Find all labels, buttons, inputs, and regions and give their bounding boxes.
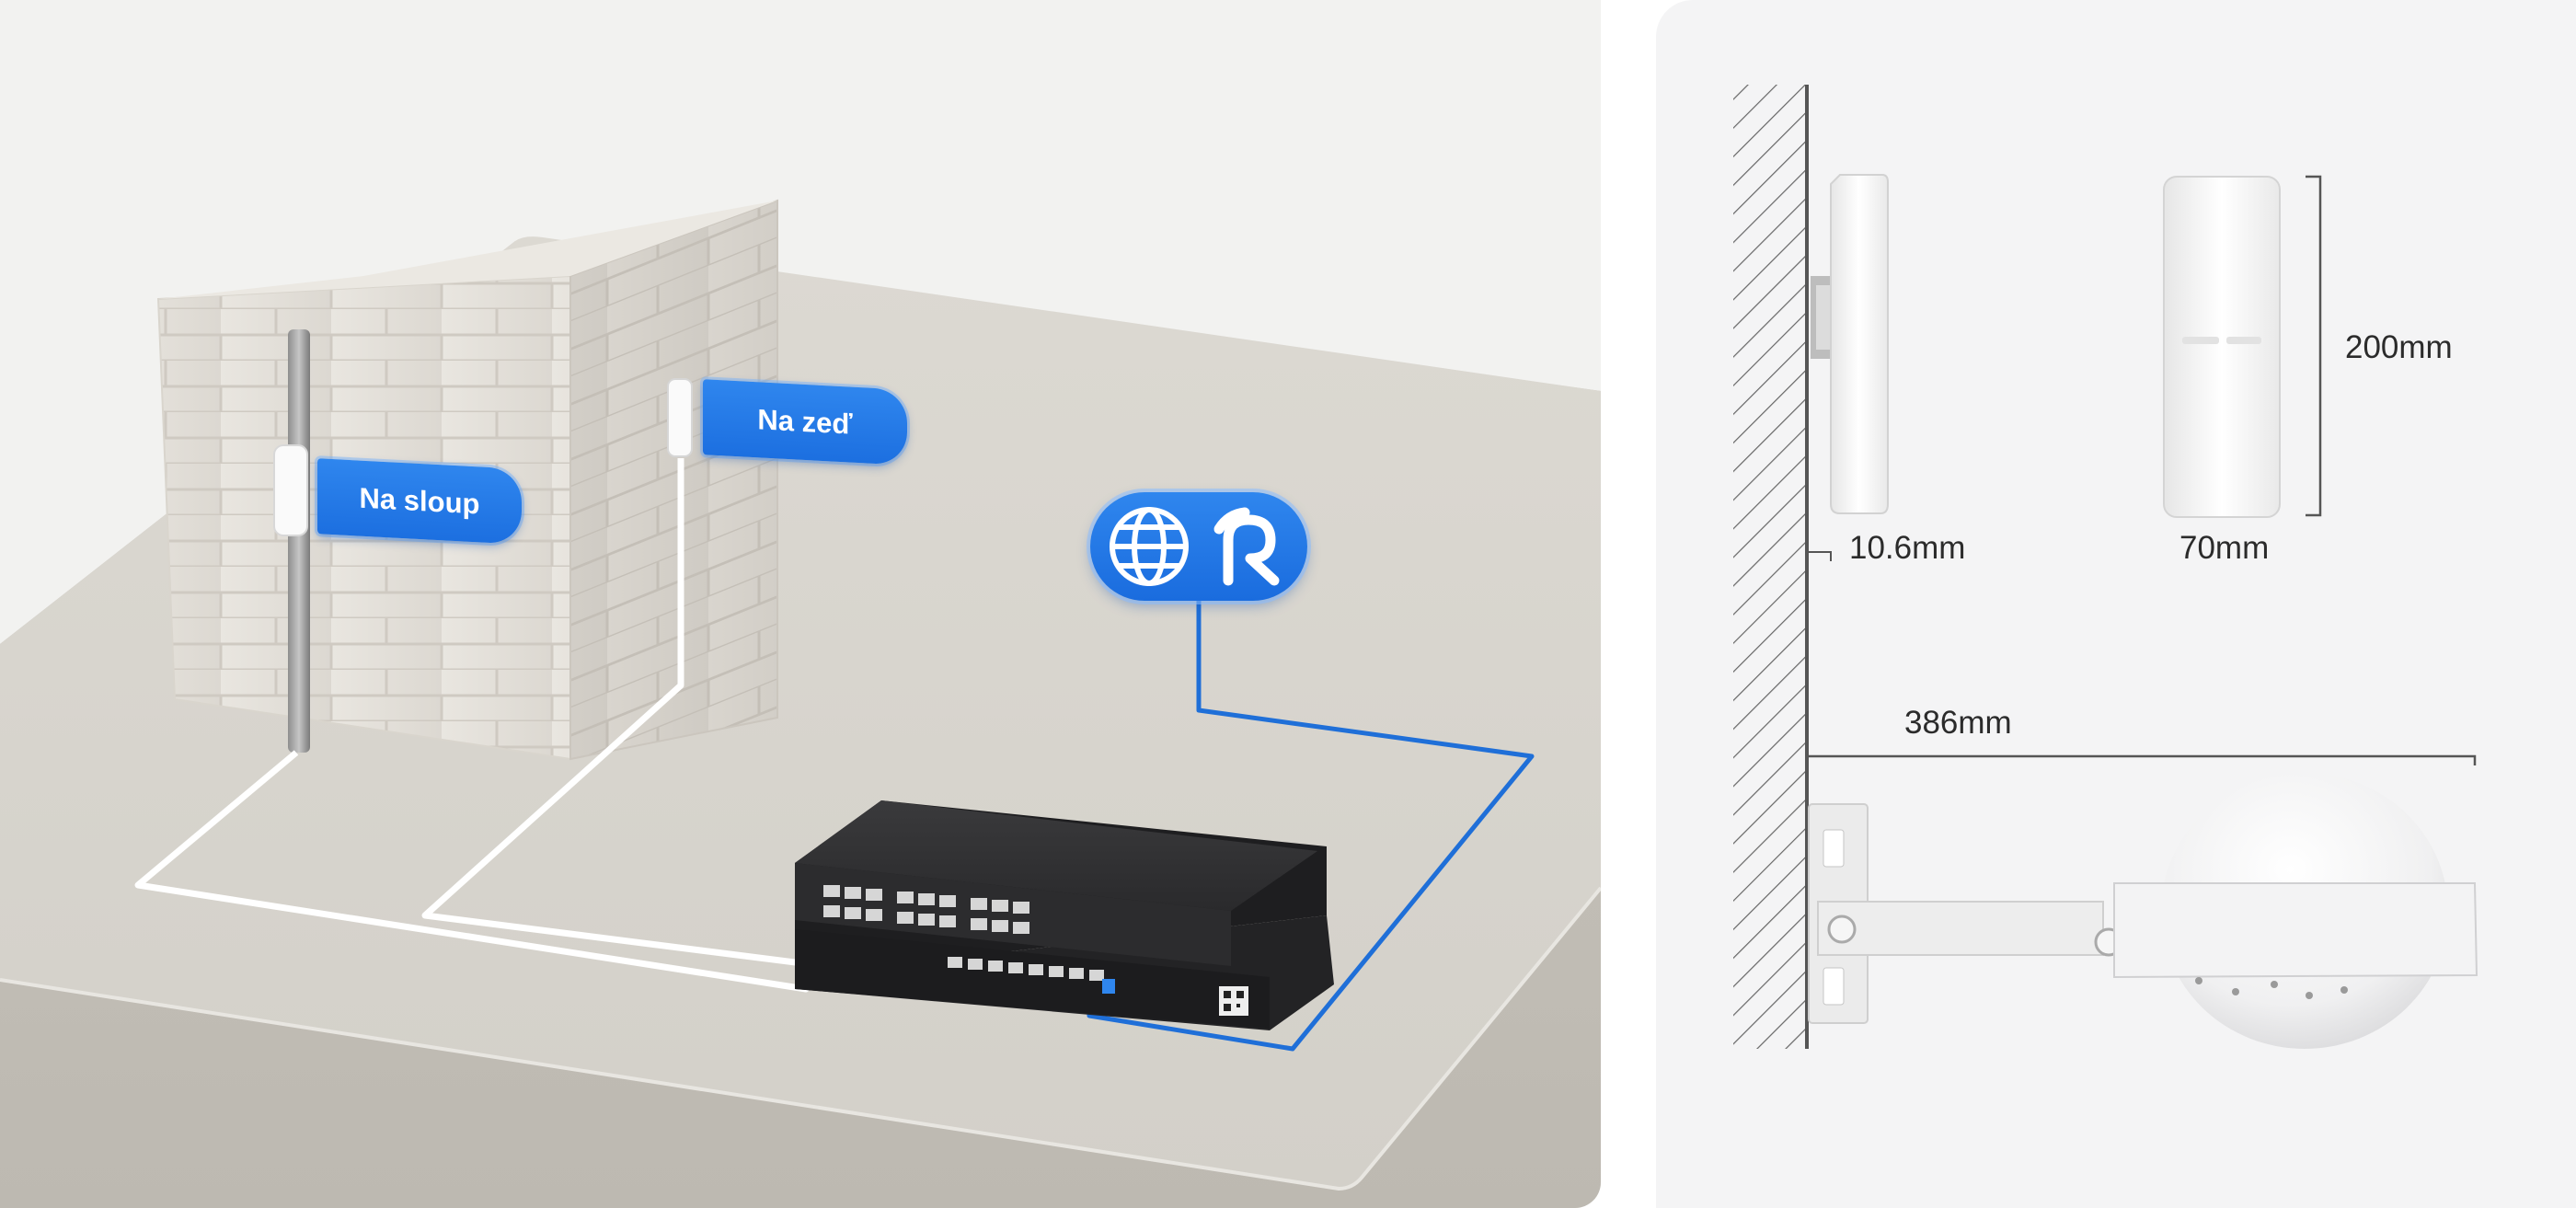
length-dimension-label: 386mm [1904, 705, 2012, 741]
network-switch-stack [795, 800, 1334, 1030]
internet-cloud-badge [1090, 492, 1307, 601]
height-dimension-label: 200mm [2345, 329, 2453, 365]
width-dimension-label: 70mm [2179, 530, 2270, 566]
ap-dome-bracket-view [1808, 773, 2478, 1049]
globe-icon [1110, 507, 1189, 586]
pole-mount-label: Na sloup [317, 458, 522, 545]
ap-side-view [1809, 174, 1889, 561]
installation-scene: Na sloup Na zeď [0, 0, 1601, 1208]
ruijie-cloud-icon [1213, 507, 1280, 586]
scene-illustration [0, 199, 1601, 1208]
ap-front-view [2163, 176, 2281, 518]
dimensions-panel [1656, 0, 2576, 1208]
wall-mount-label: Na zeď [703, 379, 907, 466]
wall-section [1733, 85, 1809, 1049]
dimension-drawing [1733, 85, 2478, 1049]
depth-dimension-label: 10.6mm [1849, 530, 1966, 566]
